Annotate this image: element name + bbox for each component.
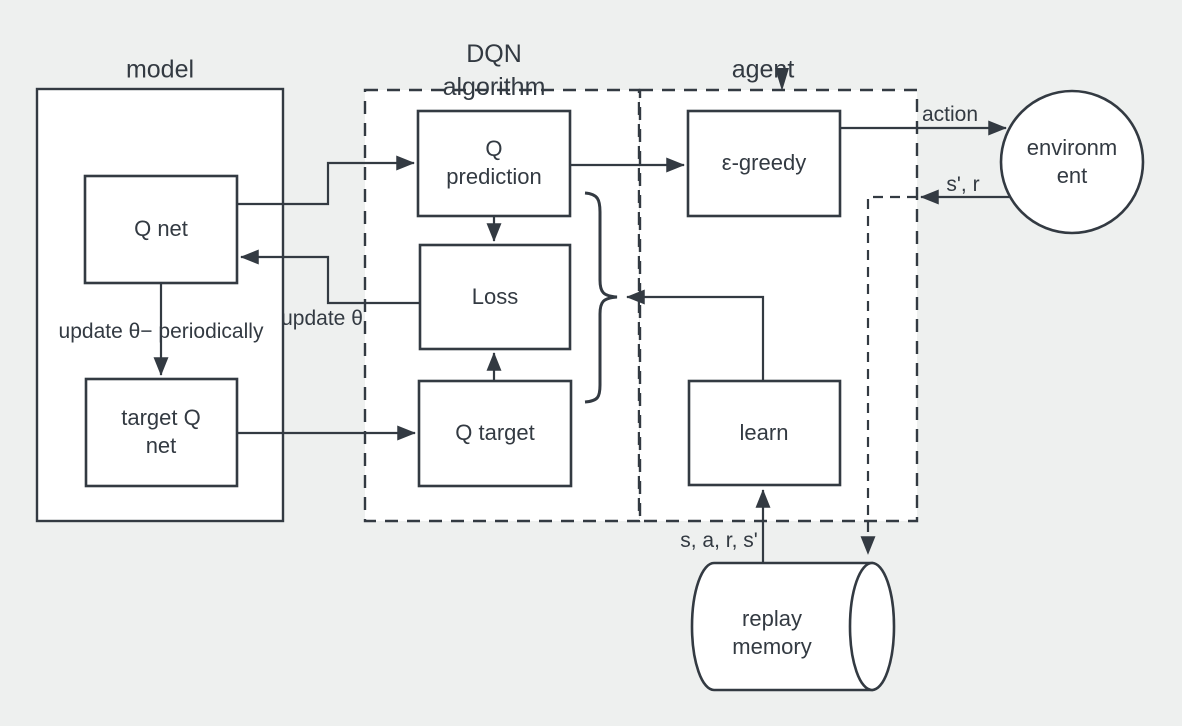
- target-q-net-box: [84, 377, 239, 488]
- dqn-title: DQN algorithm: [443, 38, 546, 104]
- learn-box: [687, 379, 842, 487]
- q-target-box: [417, 379, 573, 488]
- loss-label: Loss: [471, 284, 519, 309]
- edge-learn-to-brace: [626, 289, 765, 381]
- replay-memory-cylinder-body: [690, 561, 874, 692]
- q-net-box: [83, 174, 239, 285]
- dqn-title-line2: algorithm: [442, 73, 546, 101]
- q-target-label: Q target: [455, 420, 535, 445]
- s-prime-r-label: s', r: [946, 173, 980, 196]
- replay-memory-label-line2: memory: [732, 634, 812, 659]
- agent-title: agent: [731, 55, 795, 84]
- environment-circle: [999, 89, 1145, 235]
- s-a-r-s-prime-label: s, a, r, s': [680, 529, 758, 552]
- model-title: model: [125, 55, 195, 84]
- brace-qprediction-qtarget: [584, 191, 618, 404]
- update-theta-label: update θ: [281, 307, 363, 330]
- agent-pointer-arrowhead-icon: [775, 68, 789, 91]
- loss-box: [418, 243, 572, 351]
- q-prediction-label-line2: prediction: [446, 164, 542, 189]
- edge-loss-to-qnet-update-theta: [240, 249, 420, 305]
- replay-memory-cylinder-cap: [848, 561, 896, 692]
- replay-memory-label-line1: replay: [742, 606, 802, 631]
- target-q-net-label-line2: net: [145, 433, 177, 458]
- edge-qnet-to-qprediction: [237, 155, 415, 206]
- action-label: action: [921, 103, 979, 126]
- learn-label: learn: [739, 420, 789, 445]
- q-prediction-label-line1: Q: [485, 136, 503, 161]
- replay-memory-label: replay memory: [732, 605, 811, 661]
- q-net-label: Q net: [134, 216, 188, 241]
- environment-label-line2: ent: [1056, 163, 1088, 188]
- target-q-net-label: target Q net: [121, 404, 200, 460]
- epsilon-greedy-box: [686, 109, 842, 218]
- target-q-net-label-line1: target Q: [121, 405, 201, 430]
- q-prediction-label: Q prediction: [446, 135, 541, 191]
- epsilon-greedy-label: ε-greedy: [721, 150, 807, 175]
- environment-label: environm ent: [1027, 134, 1117, 190]
- dqn-title-line1: DQN: [466, 40, 522, 68]
- environment-label-line1: environm: [1026, 135, 1118, 160]
- q-prediction-box: [416, 109, 572, 218]
- update-theta-minus-label: update θ− periodically: [58, 320, 264, 343]
